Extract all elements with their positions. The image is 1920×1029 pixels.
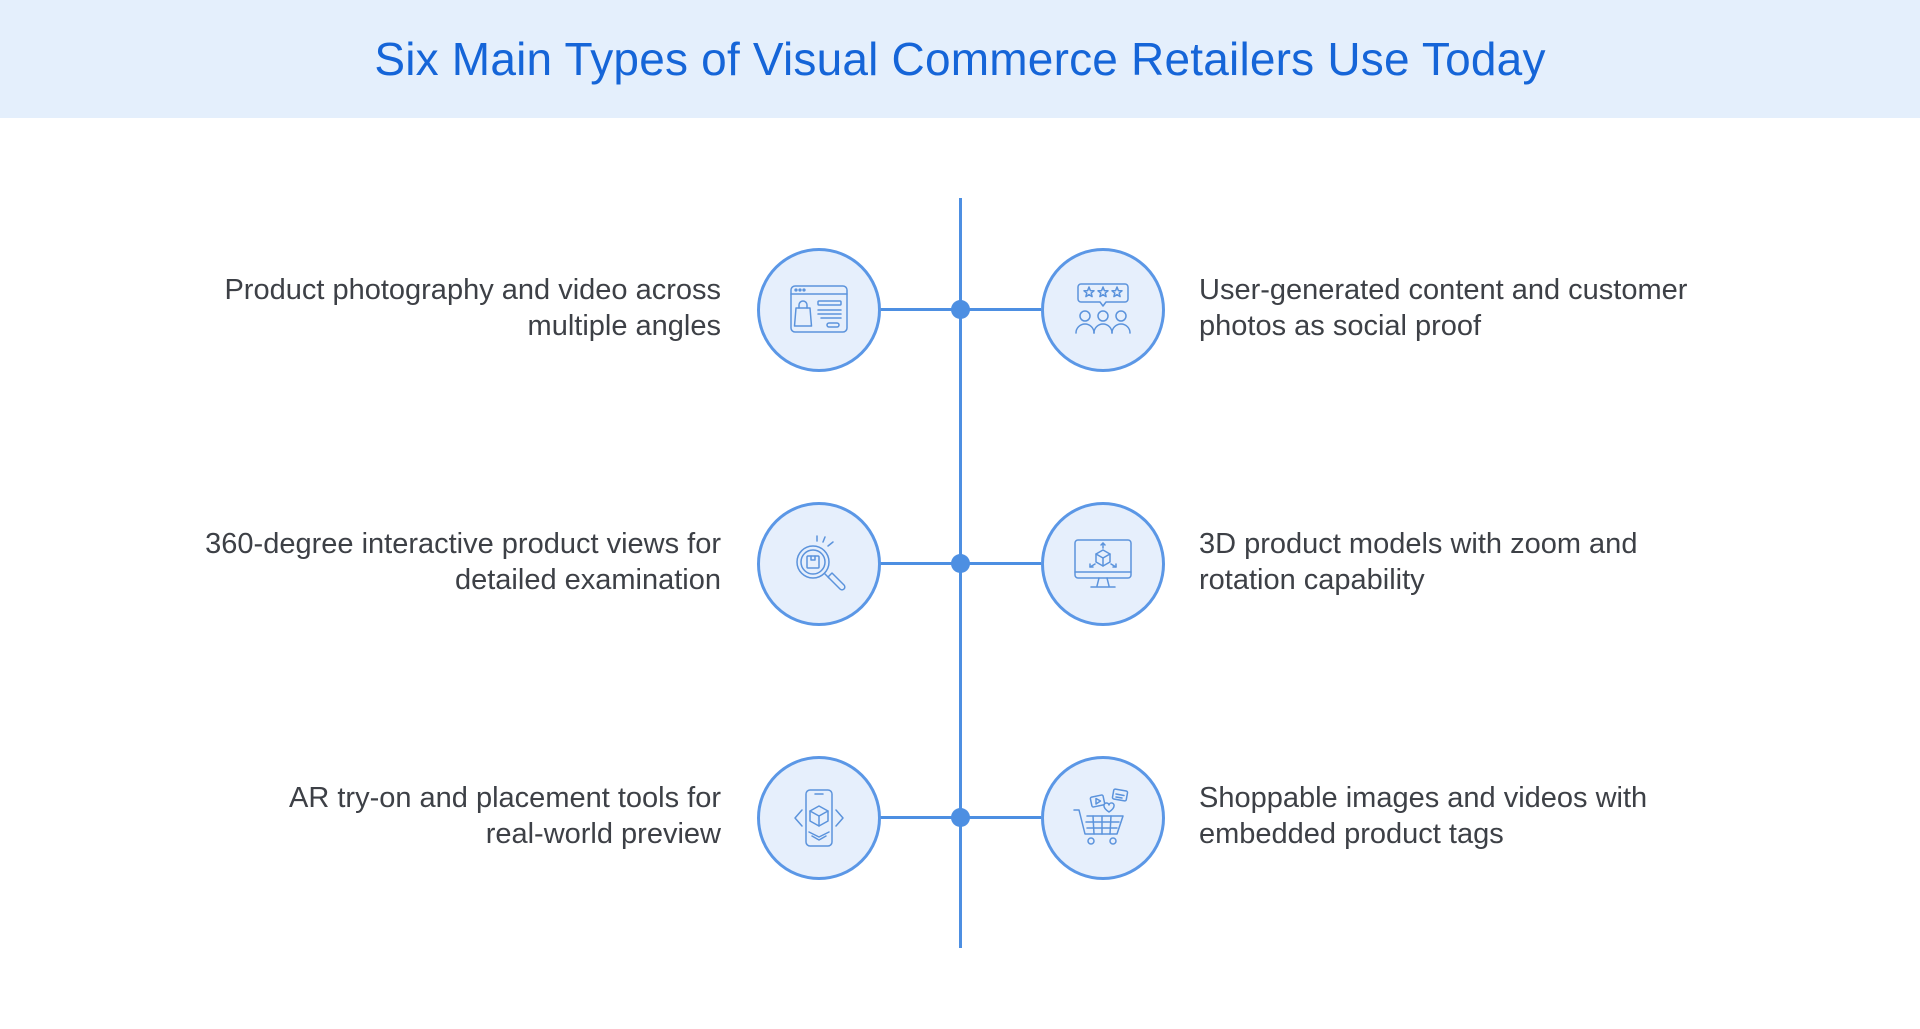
item-label-line: multiple angles xyxy=(527,310,721,342)
icon-node-right xyxy=(1041,756,1165,880)
item-row: Product photography and video across mul… xyxy=(0,248,1920,372)
timeline-dot xyxy=(951,808,970,827)
item-label-line: Product photography and video across xyxy=(224,274,721,306)
page-title: Six Main Types of Visual Commerce Retail… xyxy=(374,33,1546,85)
timeline-spine xyxy=(959,198,962,948)
item-label-line: 360-degree interactive product views for xyxy=(205,528,721,560)
timeline-dot xyxy=(951,554,970,573)
item-label-left: Product photography and video across mul… xyxy=(121,272,721,344)
icon-node-left xyxy=(757,248,881,372)
shopping-webpage-icon xyxy=(790,285,848,333)
item-row: AR try-on and placement tools for real-w… xyxy=(0,756,1920,880)
icon-node-left xyxy=(757,756,881,880)
item-label-line: real-world preview xyxy=(485,818,721,850)
item-label-right: Shoppable images and videos with embedde… xyxy=(1199,780,1799,852)
item-label-left: 360-degree interactive product views for… xyxy=(121,526,721,598)
customer-reviews-icon xyxy=(1075,283,1131,334)
item-label-line: detailed examination xyxy=(454,564,721,596)
item-label-right: 3D product models with zoom and rotation… xyxy=(1199,526,1799,598)
timeline-dot xyxy=(951,300,970,319)
icon-node-right xyxy=(1041,248,1165,372)
item-label-line: photos as social proof xyxy=(1199,310,1482,342)
item-label-line: User-generated content and customer xyxy=(1199,274,1688,306)
item-label-line: AR try-on and placement tools for xyxy=(289,782,721,814)
item-row: 360-degree interactive product views for… xyxy=(0,502,1920,626)
monitor-3d-cube-icon xyxy=(1074,539,1132,588)
item-label-left: AR try-on and placement tools for real-w… xyxy=(121,780,721,852)
item-label-right: User-generated content and customer phot… xyxy=(1199,272,1799,344)
shopping-cart-media-icon xyxy=(1073,788,1129,845)
icon-node-right xyxy=(1041,502,1165,626)
icon-node-left xyxy=(757,502,881,626)
title-banner: Six Main Types of Visual Commerce Retail… xyxy=(0,0,1920,118)
ar-phone-icon xyxy=(794,789,844,847)
item-label-line: rotation capability xyxy=(1199,564,1425,596)
item-label-line: embedded product tags xyxy=(1199,818,1504,850)
item-label-line: 3D product models with zoom and xyxy=(1199,528,1638,560)
magnifier-product-icon xyxy=(796,535,846,591)
item-label-line: Shoppable images and videos with xyxy=(1199,782,1648,814)
